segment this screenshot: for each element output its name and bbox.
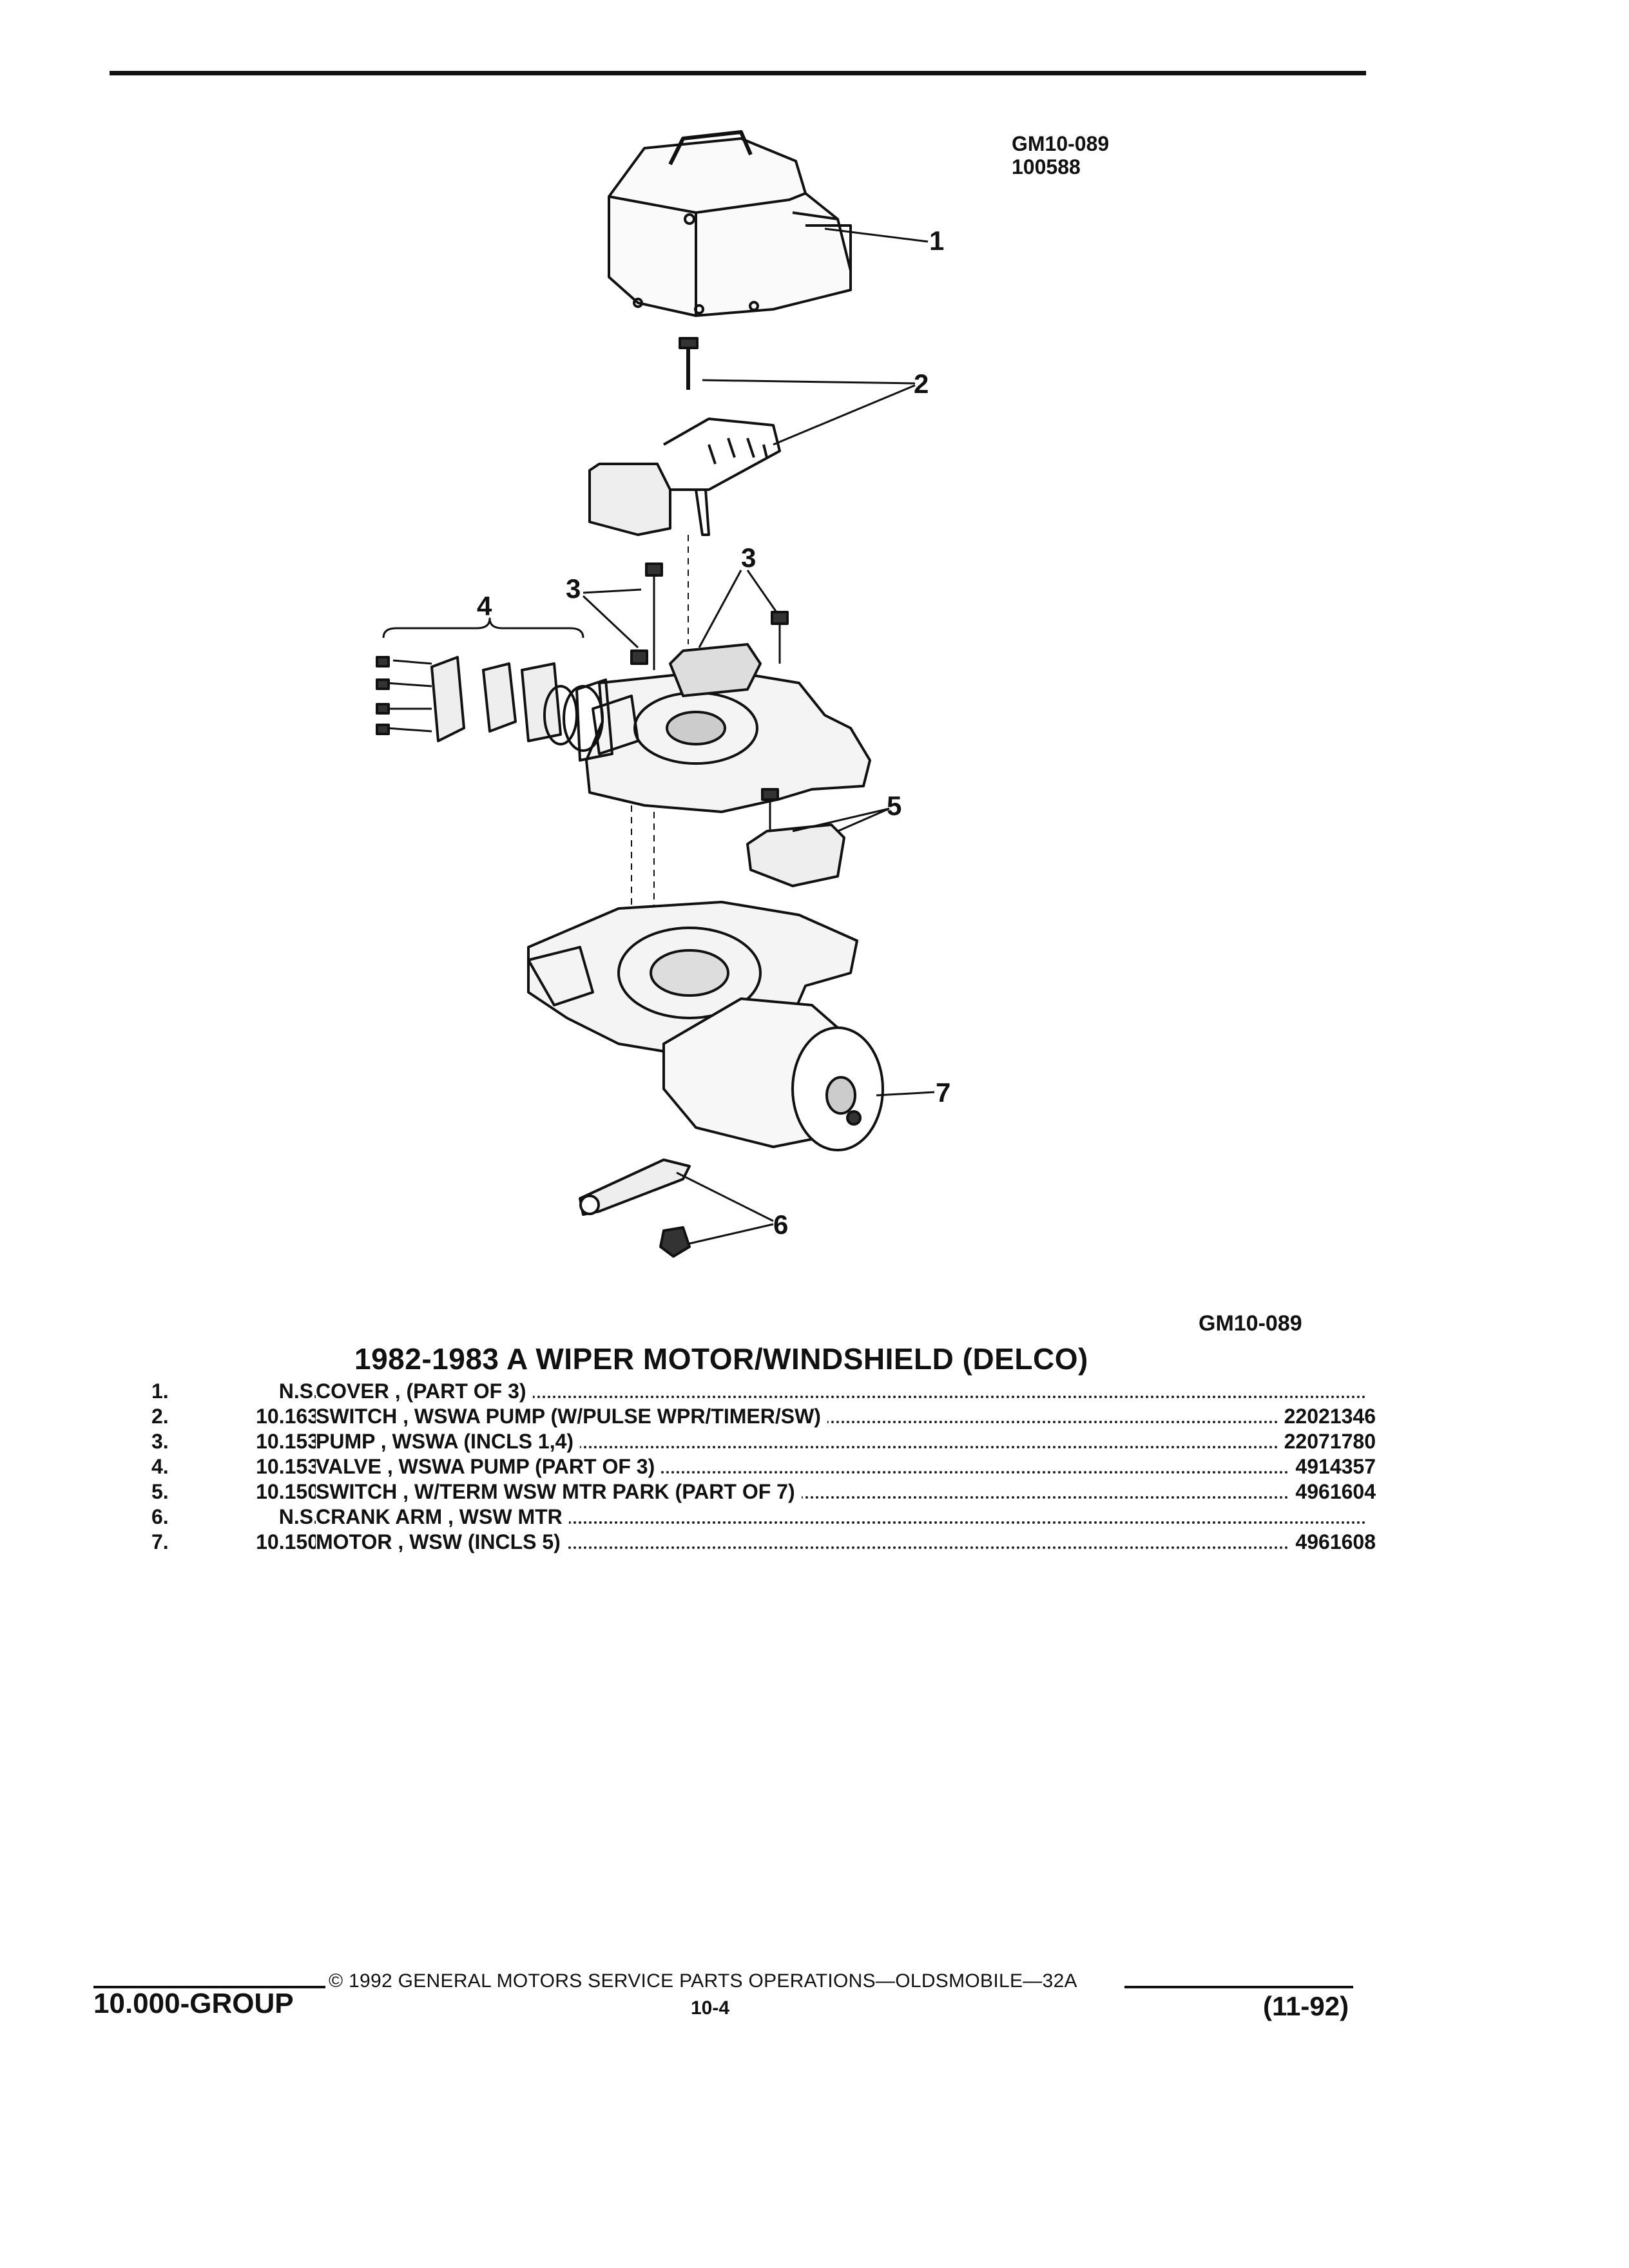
list-item: 6. N.S. CRANK ARM , WSW MTR xyxy=(151,1504,1376,1530)
footer-copyright: © 1992 GENERAL MOTORS SERVICE PARTS OPER… xyxy=(329,1970,1077,1992)
leader-dots xyxy=(316,1479,1366,1504)
item-number: 6. xyxy=(151,1505,169,1528)
callout-3-left: 3 xyxy=(566,573,581,604)
callout-1: 1 xyxy=(929,226,944,256)
item-part-number: 22071780 xyxy=(1277,1429,1376,1454)
item-part-number: 4961608 xyxy=(1289,1530,1376,1555)
item-description: CRANK ARM , WSW MTR xyxy=(316,1504,569,1530)
top-rule xyxy=(110,71,1366,75)
item-part-number: 4961604 xyxy=(1289,1479,1376,1504)
leader-dots xyxy=(316,1404,1366,1429)
crank-arm-part xyxy=(579,1158,691,1258)
footer-group: 10.000-GROUP xyxy=(93,1988,294,2019)
leader-dots xyxy=(316,1504,1366,1530)
item-description: VALVE , WSWA PUMP (PART OF 3) xyxy=(316,1454,662,1479)
leader-dots xyxy=(316,1530,1366,1555)
list-item: 7. 10.150 MOTOR , WSW (INCLS 5) 4961608 xyxy=(151,1530,1376,1555)
diagram-code: GM10-089 xyxy=(1012,132,1110,155)
page-number: 10-4 xyxy=(691,1997,730,2019)
item-group: N.S. xyxy=(278,1379,319,1403)
footer-rule-left xyxy=(93,1986,325,1988)
item-part-number: 4914357 xyxy=(1289,1454,1376,1479)
item-number: 1. xyxy=(151,1379,169,1403)
callout-3-right: 3 xyxy=(741,543,756,573)
item-description: SWITCH , W/TERM WSW MTR PARK (PART OF 7) xyxy=(316,1479,802,1504)
leader-dots xyxy=(316,1379,1366,1404)
diagram-number: 100588 xyxy=(1012,155,1081,178)
item-number: 2. xyxy=(151,1405,169,1428)
item-group: 10.150 xyxy=(256,1530,319,1553)
switch-part xyxy=(588,337,781,536)
parts-list: 1. N.S. COVER , (PART OF 3) 2. 10.163 SW… xyxy=(151,1379,1376,1555)
item-number: 7. xyxy=(151,1530,169,1553)
cover-part xyxy=(608,130,852,317)
item-number: 5. xyxy=(151,1480,169,1503)
revision-date: (11-92) xyxy=(1263,1991,1349,2021)
item-group: 10.153 xyxy=(256,1455,319,1478)
item-group: 10.163 xyxy=(256,1405,319,1428)
callout-6: 6 xyxy=(773,1209,788,1240)
leader-dots xyxy=(316,1454,1366,1479)
item-description: MOTOR , WSW (INCLS 5) xyxy=(316,1530,567,1555)
item-group: N.S. xyxy=(278,1505,319,1528)
valve-part xyxy=(376,617,613,762)
callout-4: 4 xyxy=(477,591,492,621)
park-switch-part xyxy=(746,788,845,887)
pump-part xyxy=(585,643,871,813)
list-item: 1. N.S. COVER , (PART OF 3) xyxy=(151,1379,1376,1404)
list-item: 2. 10.163 SWITCH , WSWA PUMP (W/PULSE WP… xyxy=(151,1404,1376,1429)
wiper-motor-exploded-diagram: 1 2 3 3 4 5 6 7 xyxy=(376,130,950,1258)
item-part-number: 22021346 xyxy=(1277,1404,1376,1429)
item-description: COVER , (PART OF 3) xyxy=(316,1379,533,1404)
item-description: SWITCH , WSWA PUMP (W/PULSE WPR/TIMER/SW… xyxy=(316,1404,827,1429)
diagram-codes: GM10-089 100588 xyxy=(1012,132,1109,178)
callout-7: 7 xyxy=(936,1077,950,1108)
item-description: PUMP , WSWA (INCLS 1,4) xyxy=(316,1429,581,1454)
callout-2: 2 xyxy=(914,369,929,399)
leader-dots xyxy=(316,1429,1366,1454)
list-item: 3. 10.153 PUMP , WSWA (INCLS 1,4) 220717… xyxy=(151,1429,1376,1454)
footer-rule-right xyxy=(1124,1986,1353,1988)
item-group: 10.153 xyxy=(256,1430,319,1453)
callout-5: 5 xyxy=(887,791,901,821)
motor-part xyxy=(662,997,884,1151)
page-title: 1982-1983 A WIPER MOTOR/WINDSHIELD (DELC… xyxy=(354,1342,1088,1376)
item-number: 4. xyxy=(151,1455,169,1478)
list-item: 4. 10.153 VALVE , WSWA PUMP (PART OF 3) … xyxy=(151,1454,1376,1479)
item-group: 10.150 xyxy=(256,1480,319,1503)
figure-id: GM10-089 xyxy=(1199,1311,1302,1336)
list-item: 5. 10.150 SWITCH , W/TERM WSW MTR PARK (… xyxy=(151,1479,1376,1504)
item-number: 3. xyxy=(151,1430,169,1453)
